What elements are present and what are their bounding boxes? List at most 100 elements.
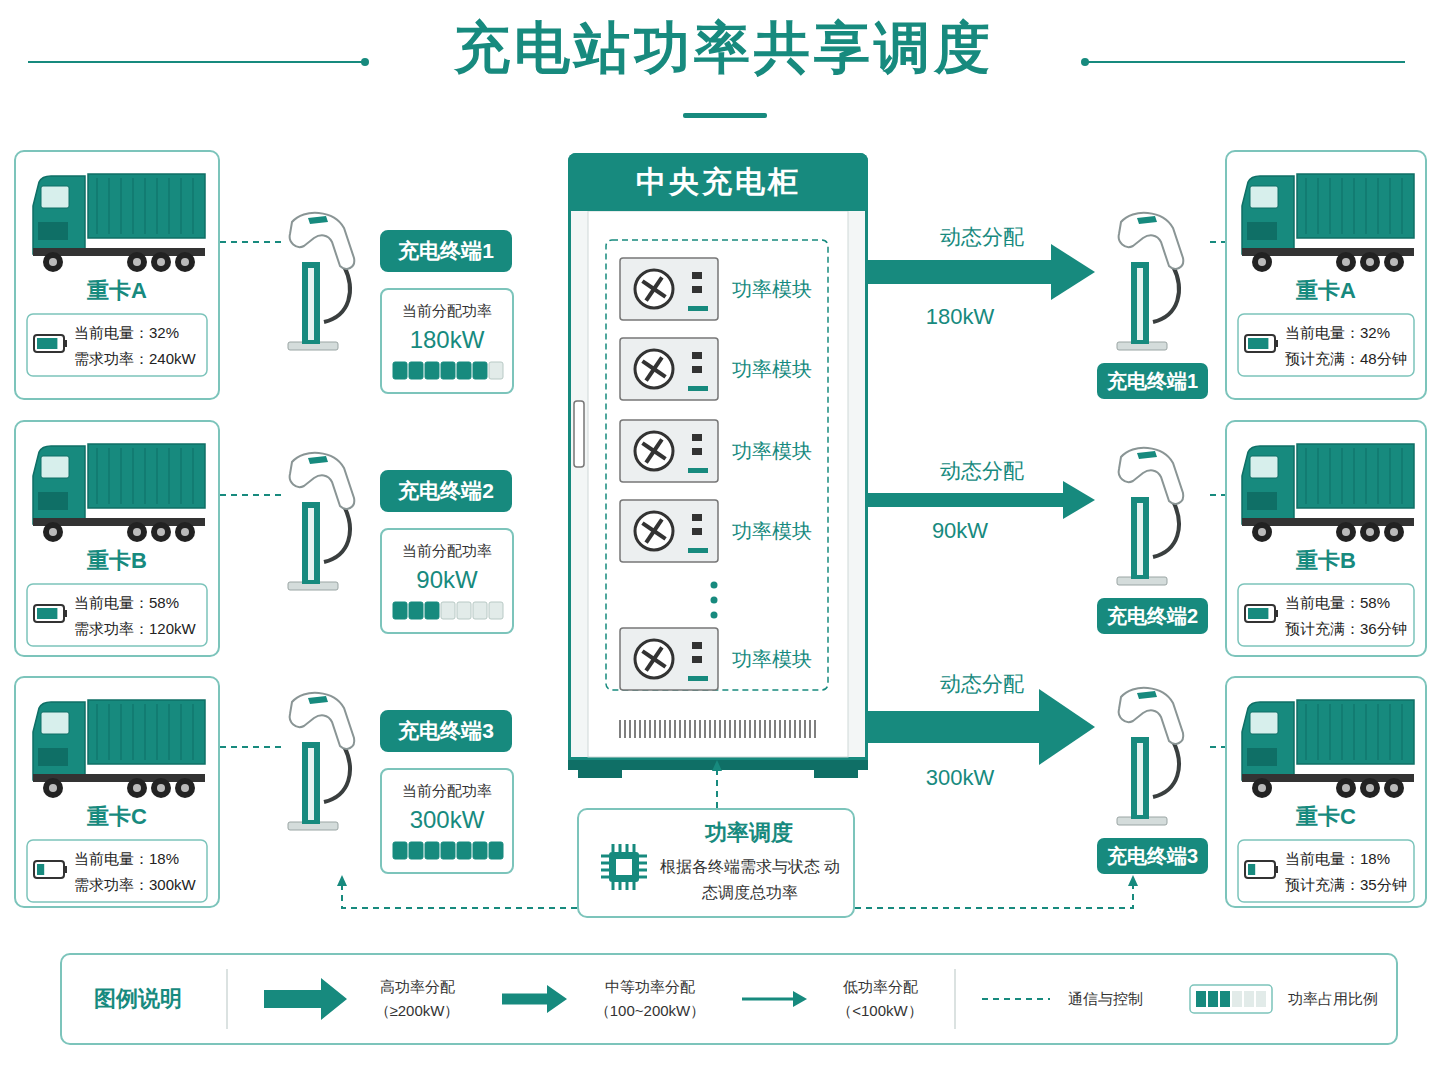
- grille: [38, 222, 68, 240]
- container-rib: [1330, 448, 1331, 504]
- chip-pin: [626, 844, 629, 852]
- truck-container: [1297, 444, 1414, 508]
- vent-slot: [734, 720, 736, 738]
- power-bar-segment: [441, 362, 455, 379]
- dashed-line: [1210, 494, 1225, 496]
- node-title: 重卡C: [1227, 804, 1425, 830]
- fan-blade: [642, 281, 654, 289]
- vent-slot: [714, 720, 716, 738]
- wheel: [1252, 522, 1272, 542]
- wheel: [1336, 522, 1356, 542]
- battery-level: [37, 338, 57, 349]
- power-bar-segment: [393, 842, 407, 859]
- battery-icon: [34, 861, 64, 878]
- wheel: [1252, 252, 1272, 272]
- node-title: 功率调度: [649, 820, 849, 846]
- container-rib: [145, 448, 146, 504]
- node-text: 当前电量：58%: [1285, 594, 1417, 612]
- hub: [181, 528, 189, 536]
- windshield: [41, 712, 69, 734]
- power-bar-segment: [457, 602, 471, 619]
- container-rib: [1306, 178, 1307, 234]
- legend-bar-frame: [1190, 985, 1272, 1013]
- container-rib: [133, 178, 134, 234]
- node-title: 充电终端1: [380, 230, 512, 272]
- power-module: 功率模块: [620, 338, 830, 402]
- hub: [1258, 784, 1266, 792]
- node-title: 当前分配功率: [382, 782, 512, 800]
- fan-blade: [654, 451, 666, 459]
- indicator: [692, 448, 702, 455]
- hub: [133, 528, 141, 536]
- container-rib: [1378, 178, 1379, 234]
- arrow-head: [1051, 244, 1095, 300]
- chip-body: [609, 852, 639, 882]
- fan-blade: [646, 451, 654, 463]
- windshield: [1250, 186, 1278, 208]
- vent-slot: [694, 720, 696, 738]
- charger-handle: [1119, 688, 1184, 744]
- handle-accent: [1137, 451, 1157, 459]
- grille: [38, 492, 68, 510]
- indicator: [692, 272, 702, 279]
- legend-divider: [226, 969, 228, 1029]
- windshield: [1250, 712, 1278, 734]
- fan-blade: [654, 439, 662, 451]
- wheel: [127, 252, 147, 272]
- vent-slot: [754, 720, 756, 738]
- vent-slot: [644, 720, 646, 738]
- legend-bar-segment: [1256, 991, 1266, 1007]
- charger-handle: [290, 213, 355, 269]
- charger-pole: [302, 742, 320, 824]
- windshield: [41, 186, 69, 208]
- charger-pole: [302, 502, 320, 584]
- wheel: [1252, 778, 1272, 798]
- legend-box: 高功率分配 （≥200kW）中等功率分配 （100~200kW）低功率分配 （<…: [60, 953, 1398, 1045]
- chip-pin: [612, 882, 615, 890]
- hub: [49, 784, 57, 792]
- dashed-line: [220, 746, 282, 748]
- cabinet-base: [568, 760, 868, 770]
- container-rib: [97, 448, 98, 504]
- legend-bar-segment: [1244, 991, 1254, 1007]
- chip-pin: [601, 862, 609, 865]
- arrow-head: [1063, 481, 1095, 519]
- charger-handle: [1119, 448, 1184, 504]
- vent-slot: [794, 720, 796, 738]
- indicator: [692, 642, 702, 649]
- container-rib: [157, 178, 158, 234]
- fan-blade: [654, 277, 662, 289]
- container-rib: [1306, 704, 1307, 760]
- container-rib: [1402, 178, 1403, 234]
- dashed-line: [855, 885, 1133, 908]
- node-title: 重卡A: [1227, 278, 1425, 304]
- container-rib: [181, 704, 182, 760]
- container-rib: [1390, 178, 1391, 234]
- wheel: [151, 778, 171, 798]
- legend-arrow: [502, 985, 567, 1013]
- handle-accent: [1137, 216, 1157, 224]
- container-rib: [181, 178, 182, 234]
- arrow-shaft: [868, 711, 1040, 743]
- vent-slot: [739, 720, 741, 738]
- charger-cable: [324, 506, 350, 562]
- legend-arrow: [742, 991, 807, 1007]
- power-arrow: [868, 244, 1095, 300]
- vent-slot: [769, 720, 771, 738]
- container-rib: [1330, 704, 1331, 760]
- container-rib: [169, 704, 170, 760]
- container-rib: [1366, 448, 1367, 504]
- windshield: [1250, 456, 1278, 478]
- chip-pin: [639, 855, 647, 858]
- vent-slot: [799, 720, 801, 738]
- container-rib: [1354, 448, 1355, 504]
- truck-container: [1297, 174, 1414, 238]
- node-title: 重卡B: [1227, 548, 1425, 574]
- wheel: [43, 522, 63, 542]
- status-led: [688, 306, 708, 311]
- battery-icon: [1245, 335, 1275, 352]
- dispatch-box: 功率调度根据各终端需求与状态 动态调度总功率: [577, 808, 855, 918]
- legend-divider: [954, 969, 956, 1029]
